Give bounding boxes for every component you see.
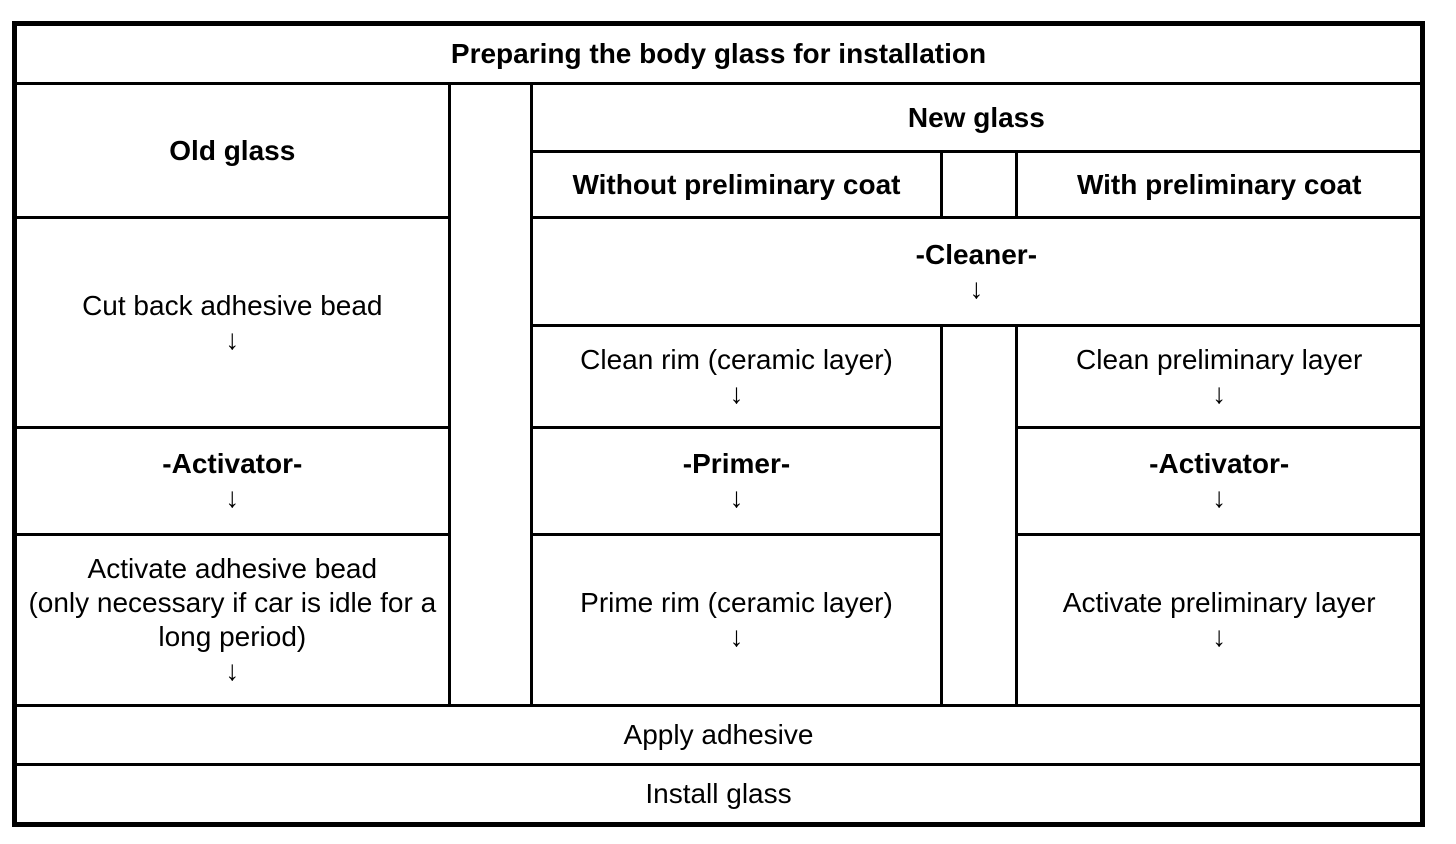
down-arrow-icon: ↓ bbox=[225, 323, 240, 355]
subheader-row: Without preliminary coat With preliminar… bbox=[15, 150, 1424, 219]
step-label: Cut back adhesive bead bbox=[82, 289, 383, 321]
step-activate-adhesive-bead: Activate adhesive bead (only necessary i… bbox=[13, 533, 451, 707]
down-arrow-icon: ↓ bbox=[729, 621, 744, 652]
title-row: Preparing the body glass for installatio… bbox=[13, 22, 1424, 85]
step-label: -Activator- bbox=[162, 448, 303, 479]
step-label: Prime rim (ceramic layer) bbox=[580, 587, 893, 618]
step-label: Clean rim (ceramic layer) bbox=[580, 343, 893, 375]
down-arrow-icon: ↓ bbox=[225, 482, 240, 513]
step-install-glass: Install glass bbox=[13, 763, 1424, 826]
step-label: -Activator- bbox=[1149, 448, 1290, 479]
step-label: -Cleaner- bbox=[915, 238, 1038, 270]
step-label: -Primer- bbox=[682, 448, 791, 479]
down-arrow-icon: ↓ bbox=[1212, 621, 1227, 652]
cleaner-row: Cut back adhesive bead ↓ -Cleaner- ↓ bbox=[13, 216, 1425, 429]
glass-preparation-flowchart: Preparing the body glass for installatio… bbox=[12, 21, 1425, 827]
down-arrow-icon: ↓ bbox=[969, 272, 984, 304]
step-label: Clean preliminary layer bbox=[1076, 343, 1363, 375]
step-apply-adhesive: Apply adhesive bbox=[13, 704, 1424, 766]
step-activator-new-glass: -Activator- ↓ bbox=[1015, 426, 1424, 536]
activator-primer-row: -Activator- ↓ -Primer- ↓ -Activator- ↓ bbox=[13, 426, 1424, 536]
step-clean-preliminary-layer: Clean preliminary layer ↓ bbox=[1015, 324, 1424, 429]
spacer-cell-subheader bbox=[940, 150, 1019, 219]
old-glass-header: Old glass bbox=[13, 82, 451, 219]
step-label: Activate adhesive bead (only necessary i… bbox=[28, 553, 437, 652]
page-title: Preparing the body glass for installatio… bbox=[13, 22, 1424, 85]
step-clean-rim: Clean rim (ceramic layer) ↓ bbox=[529, 324, 944, 429]
spacer-column-left bbox=[447, 82, 533, 707]
step-activator-old-glass: -Activator- ↓ bbox=[13, 426, 451, 536]
down-arrow-icon: ↓ bbox=[1212, 482, 1227, 513]
spacer-column-middle bbox=[940, 324, 1019, 707]
new-glass-header: New glass bbox=[529, 82, 1425, 153]
down-arrow-icon: ↓ bbox=[729, 377, 744, 409]
down-arrow-icon: ↓ bbox=[1212, 377, 1227, 409]
apply-adhesive-row: Apply adhesive bbox=[13, 704, 1424, 766]
down-arrow-icon: ↓ bbox=[225, 655, 240, 686]
with-coat-header: With preliminary coat bbox=[1015, 150, 1424, 219]
step-activate-preliminary-layer: Activate preliminary layer ↓ bbox=[1015, 533, 1424, 707]
header-row: Old glass New glass bbox=[13, 82, 1425, 707]
step-cut-back-adhesive-bead: Cut back adhesive bead ↓ bbox=[13, 216, 451, 429]
without-coat-header: Without preliminary coat bbox=[529, 150, 944, 219]
step-cleaner: -Cleaner- ↓ bbox=[529, 216, 1425, 327]
step-prime-rim: Prime rim (ceramic layer) ↓ bbox=[529, 533, 944, 707]
final-prep-row: Activate adhesive bead (only necessary i… bbox=[13, 533, 1424, 707]
down-arrow-icon: ↓ bbox=[729, 482, 744, 513]
step-primer: -Primer- ↓ bbox=[529, 426, 944, 536]
clean-row: Clean rim (ceramic layer) ↓ Clean prelim… bbox=[15, 324, 1424, 707]
step-label: Activate preliminary layer bbox=[1062, 587, 1376, 618]
install-glass-row: Install glass bbox=[13, 763, 1424, 826]
